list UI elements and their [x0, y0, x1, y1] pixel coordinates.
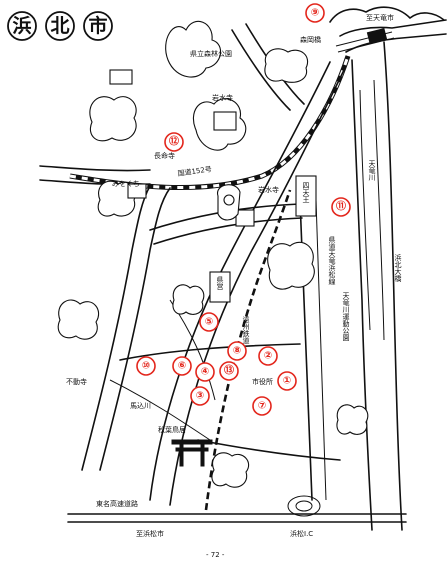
label-fudoji: 不動寺: [66, 377, 87, 386]
label-tamon-bridge: 森岡橋: [300, 35, 321, 44]
label-minaguchi: みをぐち: [112, 180, 140, 188]
svg-text:⑤: ⑤: [205, 317, 213, 328]
label-shiraiwa-park: 県立森林公園: [190, 49, 232, 58]
svg-text:⑥: ⑥: [178, 361, 186, 372]
label-city-office: 市役所: [252, 377, 273, 386]
svg-text:④: ④: [201, 367, 209, 378]
guardian-figure-icon: [217, 184, 241, 221]
label-roadside-sign: 四天王: [302, 182, 310, 203]
map-title: 浜 北 市: [7, 11, 113, 41]
svg-text:⑧: ⑧: [233, 346, 241, 357]
svg-text:⑫: ⑫: [169, 135, 179, 148]
buildings: [109, 69, 317, 303]
label-iwamizu: 岩水寺: [258, 185, 279, 194]
svg-text:⑬: ⑬: [224, 364, 234, 377]
label-ganzuiji: 岩水寺: [212, 93, 233, 102]
svg-text:②: ②: [264, 351, 272, 362]
label-hamakita-ohashi: 浜北大橋: [394, 253, 402, 283]
title-char-2: 北: [50, 15, 69, 37]
marker-8: ⑧: [227, 341, 247, 361]
title-char-3: 市: [88, 14, 107, 37]
marker-2: ②: [258, 346, 278, 366]
marker-10: ⑩: [136, 356, 156, 376]
page-number: - 72 -: [206, 551, 225, 559]
label-hamamatsu-ic: 浜松I.C: [290, 529, 313, 538]
marker-6: ⑥: [172, 356, 192, 376]
marker-1: ①: [277, 371, 297, 391]
label-akiba-torii: 秋葉鳥居: [158, 425, 186, 434]
tenryu-river: [335, 19, 447, 531]
title-char-1: 浜: [12, 15, 31, 37]
label-kenchu-park: 県営: [216, 276, 224, 291]
label-tomei-expressway: 東名高速道路: [96, 499, 138, 508]
mountain-ridge: [329, 6, 445, 23]
marker-5: ⑤: [199, 312, 219, 332]
svg-text:⑪: ⑪: [336, 200, 346, 213]
svg-text:③: ③: [196, 391, 204, 402]
svg-text:①: ①: [283, 376, 291, 387]
roads: [39, 23, 407, 523]
label-prefectural-tenryu: 県道天竜浜松線: [328, 236, 336, 285]
marker-13: ⑬: [219, 361, 239, 381]
label-choenji: 長命寺: [154, 151, 175, 160]
label-enshu-railway: 遠州鉄道: [242, 315, 250, 345]
hamamatsu-interchange: [287, 495, 321, 517]
numbered-markers: ① ② ③ ④ ⑤ ⑥ ⑦ ⑧: [136, 3, 351, 416]
trees: [57, 20, 369, 488]
marker-7: ⑦: [252, 396, 272, 416]
svg-text:⑩: ⑩: [142, 361, 150, 372]
label-route152: 国道152号: [177, 164, 212, 178]
label-mabashi: 馬込川: [130, 401, 151, 410]
marker-3: ③: [190, 386, 210, 406]
marker-4: ④: [195, 362, 215, 382]
label-tenryu-river: 天竜川: [368, 160, 376, 181]
svg-text:⑦: ⑦: [258, 401, 266, 412]
label-tenryugawa-park: 天竜川運動公園: [342, 292, 350, 342]
marker-11: ⑪: [331, 197, 351, 217]
svg-text:⑨: ⑨: [311, 8, 319, 19]
torii-gate-icon: [171, 439, 213, 467]
label-tenryu-city: 至天竜市: [366, 13, 394, 22]
marker-9: ⑨: [305, 3, 325, 23]
marker-12: ⑫: [164, 132, 184, 152]
label-hamamatsu-city: 至浜松市: [136, 529, 164, 538]
